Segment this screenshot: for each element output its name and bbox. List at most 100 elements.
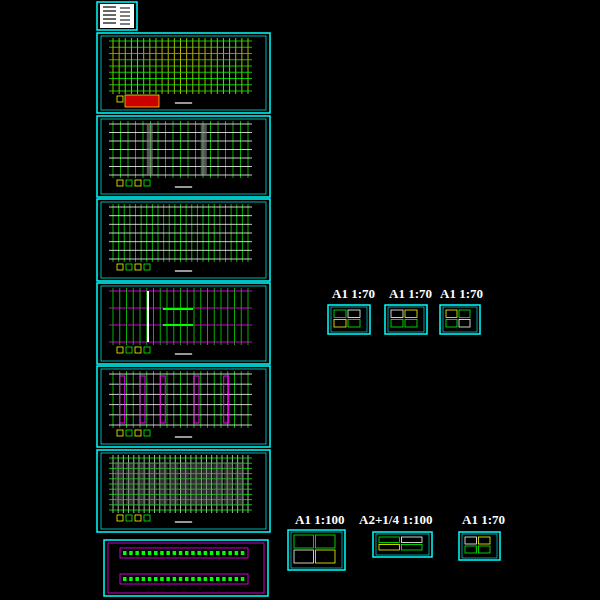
grid-axis [248,288,249,345]
window [166,577,170,581]
sheet-frame [97,33,270,113]
detail-figure [294,550,314,563]
note-sketch [117,347,123,353]
note-sketch [144,347,150,353]
slab-panel [235,462,244,506]
window [173,551,177,555]
window [185,577,189,581]
note-sketch [126,264,132,270]
window [135,551,139,555]
title-block-line [120,16,130,17]
grid-axis [214,288,215,345]
sheet-caption-line [175,102,192,103]
detail-figure [479,546,491,553]
window [179,551,183,555]
sheet-caption-line [175,521,192,522]
detail-sheet [459,532,500,560]
sheet-border [101,36,266,110]
note-sketch [117,96,123,102]
detail-sheet [373,532,432,557]
detail-figure [379,545,400,551]
slab-panel [224,462,233,506]
grid-beam [109,41,252,42]
detail-figure [294,535,314,548]
window [154,577,158,581]
grid-beam [109,291,252,292]
sheet-border [101,369,266,444]
window [179,577,183,581]
grid-axis [167,288,168,345]
grid-beam [109,510,252,511]
note-sketch [126,180,132,186]
detail-figure [459,310,470,318]
window [129,577,133,581]
grid-axis [214,371,215,428]
sheet-frame [97,283,270,364]
note-sketch [135,347,141,353]
sheet-frame [97,366,270,447]
window [191,551,195,555]
sheet-border [291,532,342,568]
title-block-line [120,20,130,21]
column-detail [120,376,125,423]
slab-panel [202,462,211,506]
column-detail [194,376,199,423]
column-detail [160,376,165,423]
grid-axis [167,371,168,428]
note-sketch [144,515,150,521]
grid-axis [119,288,120,345]
elevation [120,574,248,584]
column-detail [224,376,229,423]
slab-panel [148,462,157,506]
grid-beam [109,394,252,395]
title-block-line [103,6,116,7]
sheet-caption-line [175,270,192,271]
window [204,551,208,555]
window [216,577,220,581]
detail-figure [391,310,403,318]
grid-axis [133,288,134,345]
window [135,577,139,581]
detail-figure [402,545,423,551]
grid-axis [140,288,141,345]
detail-figure [391,320,403,328]
grid-axis [180,371,181,428]
grid-beam [109,207,252,208]
grid-axis [200,288,201,345]
grid-axis [234,288,235,345]
detail-figure [348,310,360,318]
grid-axis [126,288,127,345]
grid-axis [221,288,222,345]
slab-panel [213,462,222,506]
slab-panel [137,462,146,506]
window [142,551,146,555]
grid-axis [173,288,174,345]
grid-axis [113,288,114,345]
slab-panel [191,462,200,506]
detail-figure [348,320,360,328]
scale-label: A1 1:70 [389,287,432,300]
note-sketch [117,264,123,270]
grid-axis [146,371,147,428]
window [160,577,164,581]
sheet-border [388,307,424,332]
grid-axis [160,288,161,345]
sheet-frame [440,305,480,334]
window [148,577,152,581]
grid-beam [109,47,252,48]
window [191,577,195,581]
grid-axis [221,371,222,428]
grid-beam [109,404,252,405]
detail-figure [334,320,346,328]
grid-beam [109,414,252,415]
note-sketch [135,515,141,521]
grid-beam [109,175,252,176]
grid-axis [207,288,208,345]
window [185,551,189,555]
sheet-border [101,453,266,529]
scale-label: A1 1:70 [440,287,483,300]
sheet-frame [104,540,268,596]
grid-beam [109,53,252,54]
window [204,577,208,581]
